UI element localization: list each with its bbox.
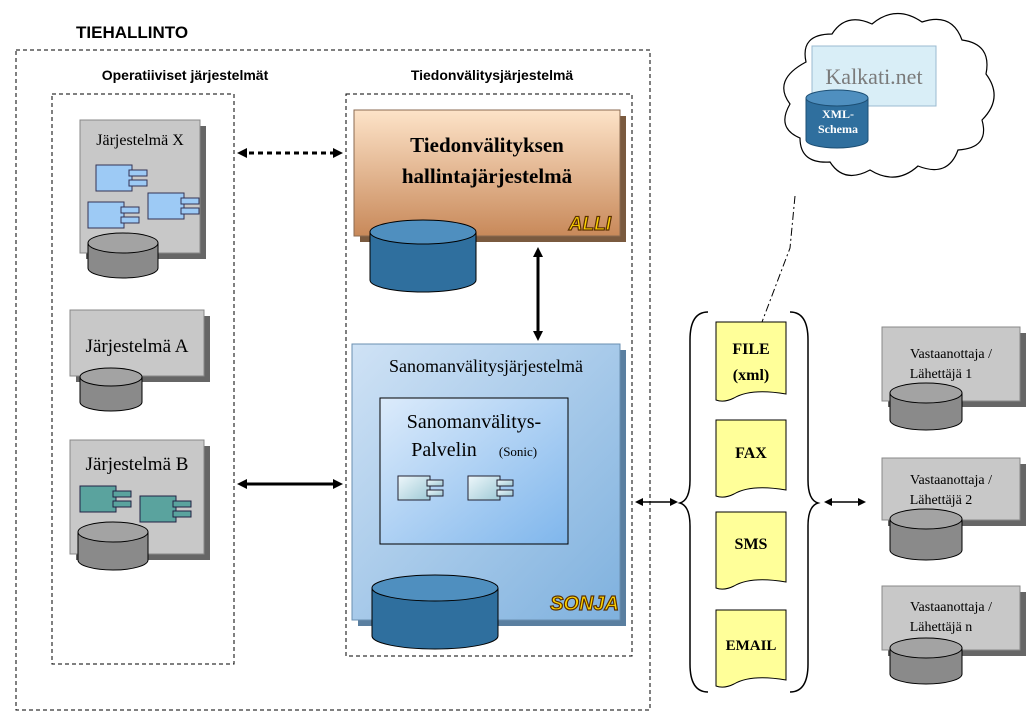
sonja-badge: SONJA <box>550 593 619 615</box>
alli-title-line2: hallintajärjestelmä <box>402 164 573 188</box>
kalkati-cloud: Kalkati.net XML- Schema <box>783 12 995 178</box>
operational-section-label: Operatiiviset järjestelmät <box>102 67 269 83</box>
operational-systems-boundary <box>51 93 235 665</box>
channels-right-brace <box>789 311 821 693</box>
component-icon <box>467 475 514 501</box>
component-icon <box>95 164 148 192</box>
channel-fax-label: FAX <box>735 445 767 462</box>
xml-schema-line2: Schema <box>818 122 858 136</box>
channel-email: EMAIL <box>715 609 787 688</box>
system-b: Järjestelmä B <box>69 439 210 571</box>
diagram-title: TIEHALLINTO <box>76 23 188 42</box>
component-icon <box>397 475 444 501</box>
xml-schema-line1: XML- <box>822 107 854 121</box>
component-icon <box>139 495 192 523</box>
channel-email-label: EMAIL <box>726 638 777 654</box>
database-icon <box>889 382 963 431</box>
component-icon <box>147 192 200 220</box>
receiver-n: Vastaanottaja / Lähettäjä n <box>881 585 1026 685</box>
server-title-line1: Sanomanvälitys- <box>407 411 541 433</box>
messaging-server: Sanomanvälitys- Palvelin (Sonic) <box>379 397 569 545</box>
kalkati-label: Kalkati.net <box>825 64 922 89</box>
system-x-label: Järjestelmä X <box>96 132 184 149</box>
system-b-label: Järjestelmä B <box>86 454 189 475</box>
channels-left-brace <box>677 311 709 693</box>
receiver-n-line2: Lähettäjä n <box>910 620 973 635</box>
system-a: Järjestelmä A <box>69 309 210 412</box>
server-subtitle: (Sonic) <box>499 444 537 459</box>
database-icon <box>889 637 963 685</box>
database-icon <box>369 219 477 293</box>
receiver-n-line1: Vastaanottaja / <box>910 600 992 615</box>
sonja-title: Sanomanvälitysjärjestelmä <box>389 356 583 376</box>
receiver-1-line2: Lähettäjä 1 <box>910 367 973 382</box>
database-icon <box>371 574 499 650</box>
receiver-2: Vastaanottaja / Lähettäjä 2 <box>881 457 1026 561</box>
system-a-label: Järjestelmä A <box>86 336 189 357</box>
channel-sms: SMS <box>715 511 787 590</box>
channel-sms-label: SMS <box>735 536 768 553</box>
component-icon <box>79 485 132 513</box>
transfer-system-boundary <box>345 93 633 657</box>
receiver-1: Vastaanottaja / Lähettäjä 1 <box>881 326 1026 431</box>
component-icon <box>87 201 140 229</box>
system-x: Järjestelmä X <box>79 119 206 279</box>
database-icon <box>79 367 143 412</box>
receiver-1-line1: Vastaanottaja / <box>910 347 992 362</box>
alli-management-system: Tiedonvälityksen hallintajärjestelmä ALL… <box>353 109 626 293</box>
database-icon <box>87 232 159 279</box>
channel-file-line2: (xml) <box>733 367 769 384</box>
sonja-messaging-system: Sanomanvälitysjärjestelmä Sanomanvälitys… <box>351 343 626 650</box>
channel-file: FILE (xml) <box>715 321 787 402</box>
receiver-2-line1: Vastaanottaja / <box>910 473 992 488</box>
channel-fax: FAX <box>715 419 787 498</box>
database-icon <box>889 508 963 561</box>
server-title-line2: Palvelin <box>411 439 477 461</box>
transfer-section-label: Tiedonvälitysjärjestelmä <box>411 67 574 83</box>
alli-title-line1: Tiedonvälityksen <box>410 133 564 157</box>
channel-file-line1: FILE <box>732 341 769 358</box>
tiehallinto-boundary <box>15 49 651 711</box>
alli-badge: ALLI <box>568 214 612 235</box>
xml-schema-database: XML- Schema <box>805 89 869 149</box>
receiver-2-line2: Lähettäjä 2 <box>910 493 973 508</box>
kalkati-file-connector <box>761 195 796 323</box>
database-icon <box>77 521 149 571</box>
